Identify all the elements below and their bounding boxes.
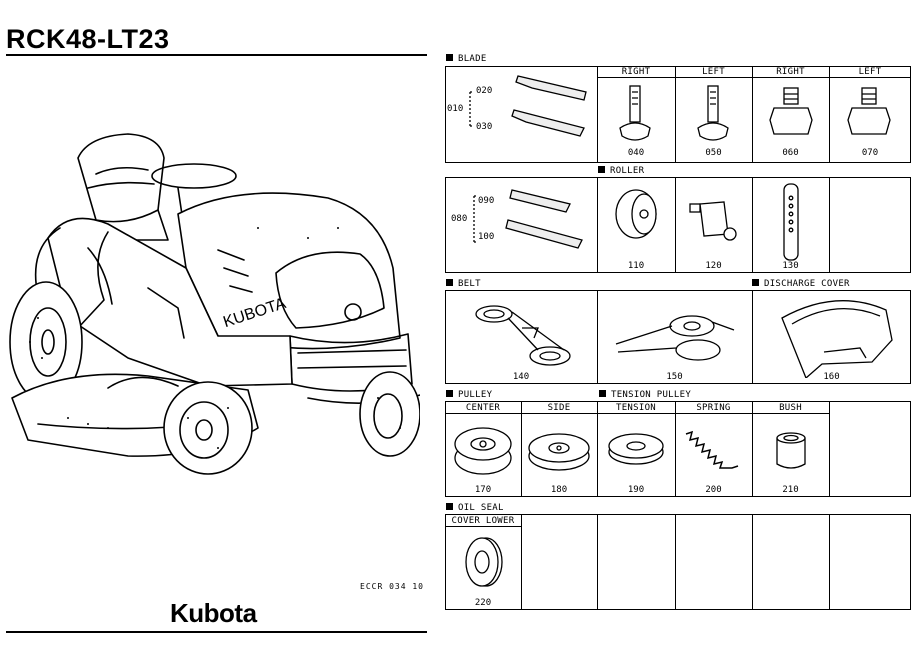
roller-axle-icon (689, 201, 737, 241)
drawing-reference-code: ECCR 034 10 (360, 582, 424, 591)
oil-seal-panel (445, 514, 911, 610)
pulley-header-side: SIDE (547, 403, 571, 413)
section-blade-label: BLADE (458, 54, 487, 64)
part-number-040: 040 (627, 148, 645, 158)
title-rule (6, 54, 427, 56)
tension-pulley-icon (608, 433, 664, 465)
pulley-panel (445, 401, 911, 497)
blade-nut-left-icon (847, 87, 891, 135)
page-title: RCK48-LT23 (6, 24, 170, 54)
part-number-200: 200 (705, 485, 722, 495)
discharge-cover-icon (781, 300, 893, 378)
blade-header-left-1: LEFT (702, 67, 725, 77)
roller-wheel-icon (615, 189, 657, 239)
section-belt: BELT (446, 279, 481, 289)
bottom-rule (6, 631, 427, 633)
roller-link-plate-icon (783, 183, 799, 261)
blade-panel (445, 66, 911, 163)
part-number-160: 160 (823, 372, 840, 382)
part-number-180: 180 (550, 485, 568, 495)
blade-part-number-030: 030 (476, 122, 493, 132)
section-tension-pulley: TENSION PULLEY (599, 390, 691, 400)
part-number-130: 130 (782, 261, 799, 271)
section-roller: ROLLER (598, 166, 644, 176)
part-number-220: 220 (474, 598, 492, 608)
section-tension-pulley-label: TENSION PULLEY (611, 390, 692, 400)
part-number-070: 070 (861, 148, 879, 158)
part-number-190: 190 (627, 485, 645, 495)
section-blade: BLADE (446, 54, 487, 64)
bush-icon (776, 432, 806, 469)
part-number-140: 140 (512, 372, 530, 382)
roller-part-number-090: 090 (478, 196, 495, 206)
roller-panel (445, 177, 911, 273)
roller-bracket-illustration (473, 189, 583, 249)
belt-panel (445, 290, 911, 384)
pulley-header-spring: SPRING (696, 403, 731, 413)
oil-seal-header-cover-lower: COVER LOWER (451, 516, 515, 526)
section-discharge-cover-label: DISCHARGE COVER (764, 279, 850, 289)
blade-illustration (469, 75, 587, 137)
blade-header-right-2: RIGHT (776, 67, 805, 77)
spring-icon (685, 430, 739, 469)
section-oil-seal-label: OIL SEAL (458, 503, 504, 513)
part-number-150: 150 (666, 372, 683, 382)
side-pulley-icon (528, 433, 590, 471)
section-roller-label: ROLLER (610, 166, 645, 176)
blade-header-left-2: LEFT (858, 67, 882, 77)
section-discharge-cover: DISCHARGE COVER (752, 279, 850, 289)
part-number-210: 210 (782, 485, 799, 495)
part-number-170: 170 (474, 485, 492, 495)
section-belt-label: BELT (458, 279, 481, 289)
pulley-header-tension: TENSION (615, 403, 657, 413)
kubota-logo: Kubota (170, 598, 257, 628)
section-pulley-label: PULLEY (458, 390, 493, 400)
blade-nut-right-icon (769, 87, 813, 135)
blade-spindle-right-icon (619, 85, 651, 141)
belt-150-icon (615, 315, 735, 361)
mower-illustration: KUBOTA (9, 133, 420, 475)
roller-part-number-100: 100 (478, 232, 495, 242)
blade-group-number: 010 (447, 104, 464, 114)
part-number-120: 120 (705, 261, 722, 271)
part-number-050: 050 (705, 148, 722, 158)
belt-140-icon (475, 305, 571, 366)
oil-seal-icon (465, 537, 503, 587)
blade-spindle-left-icon (697, 85, 729, 141)
pulley-header-bush: BUSH (779, 403, 802, 413)
section-pulley: PULLEY (446, 390, 492, 400)
part-number-060: 060 (782, 148, 799, 158)
section-oil-seal: OIL SEAL (446, 503, 504, 513)
center-pulley-icon (454, 427, 512, 475)
blade-header-right-1: RIGHT (621, 67, 651, 77)
blade-part-number-020: 020 (476, 86, 493, 96)
part-number-110: 110 (627, 261, 645, 271)
roller-group-number: 080 (451, 214, 468, 224)
pulley-header-center: CENTER (465, 403, 501, 413)
